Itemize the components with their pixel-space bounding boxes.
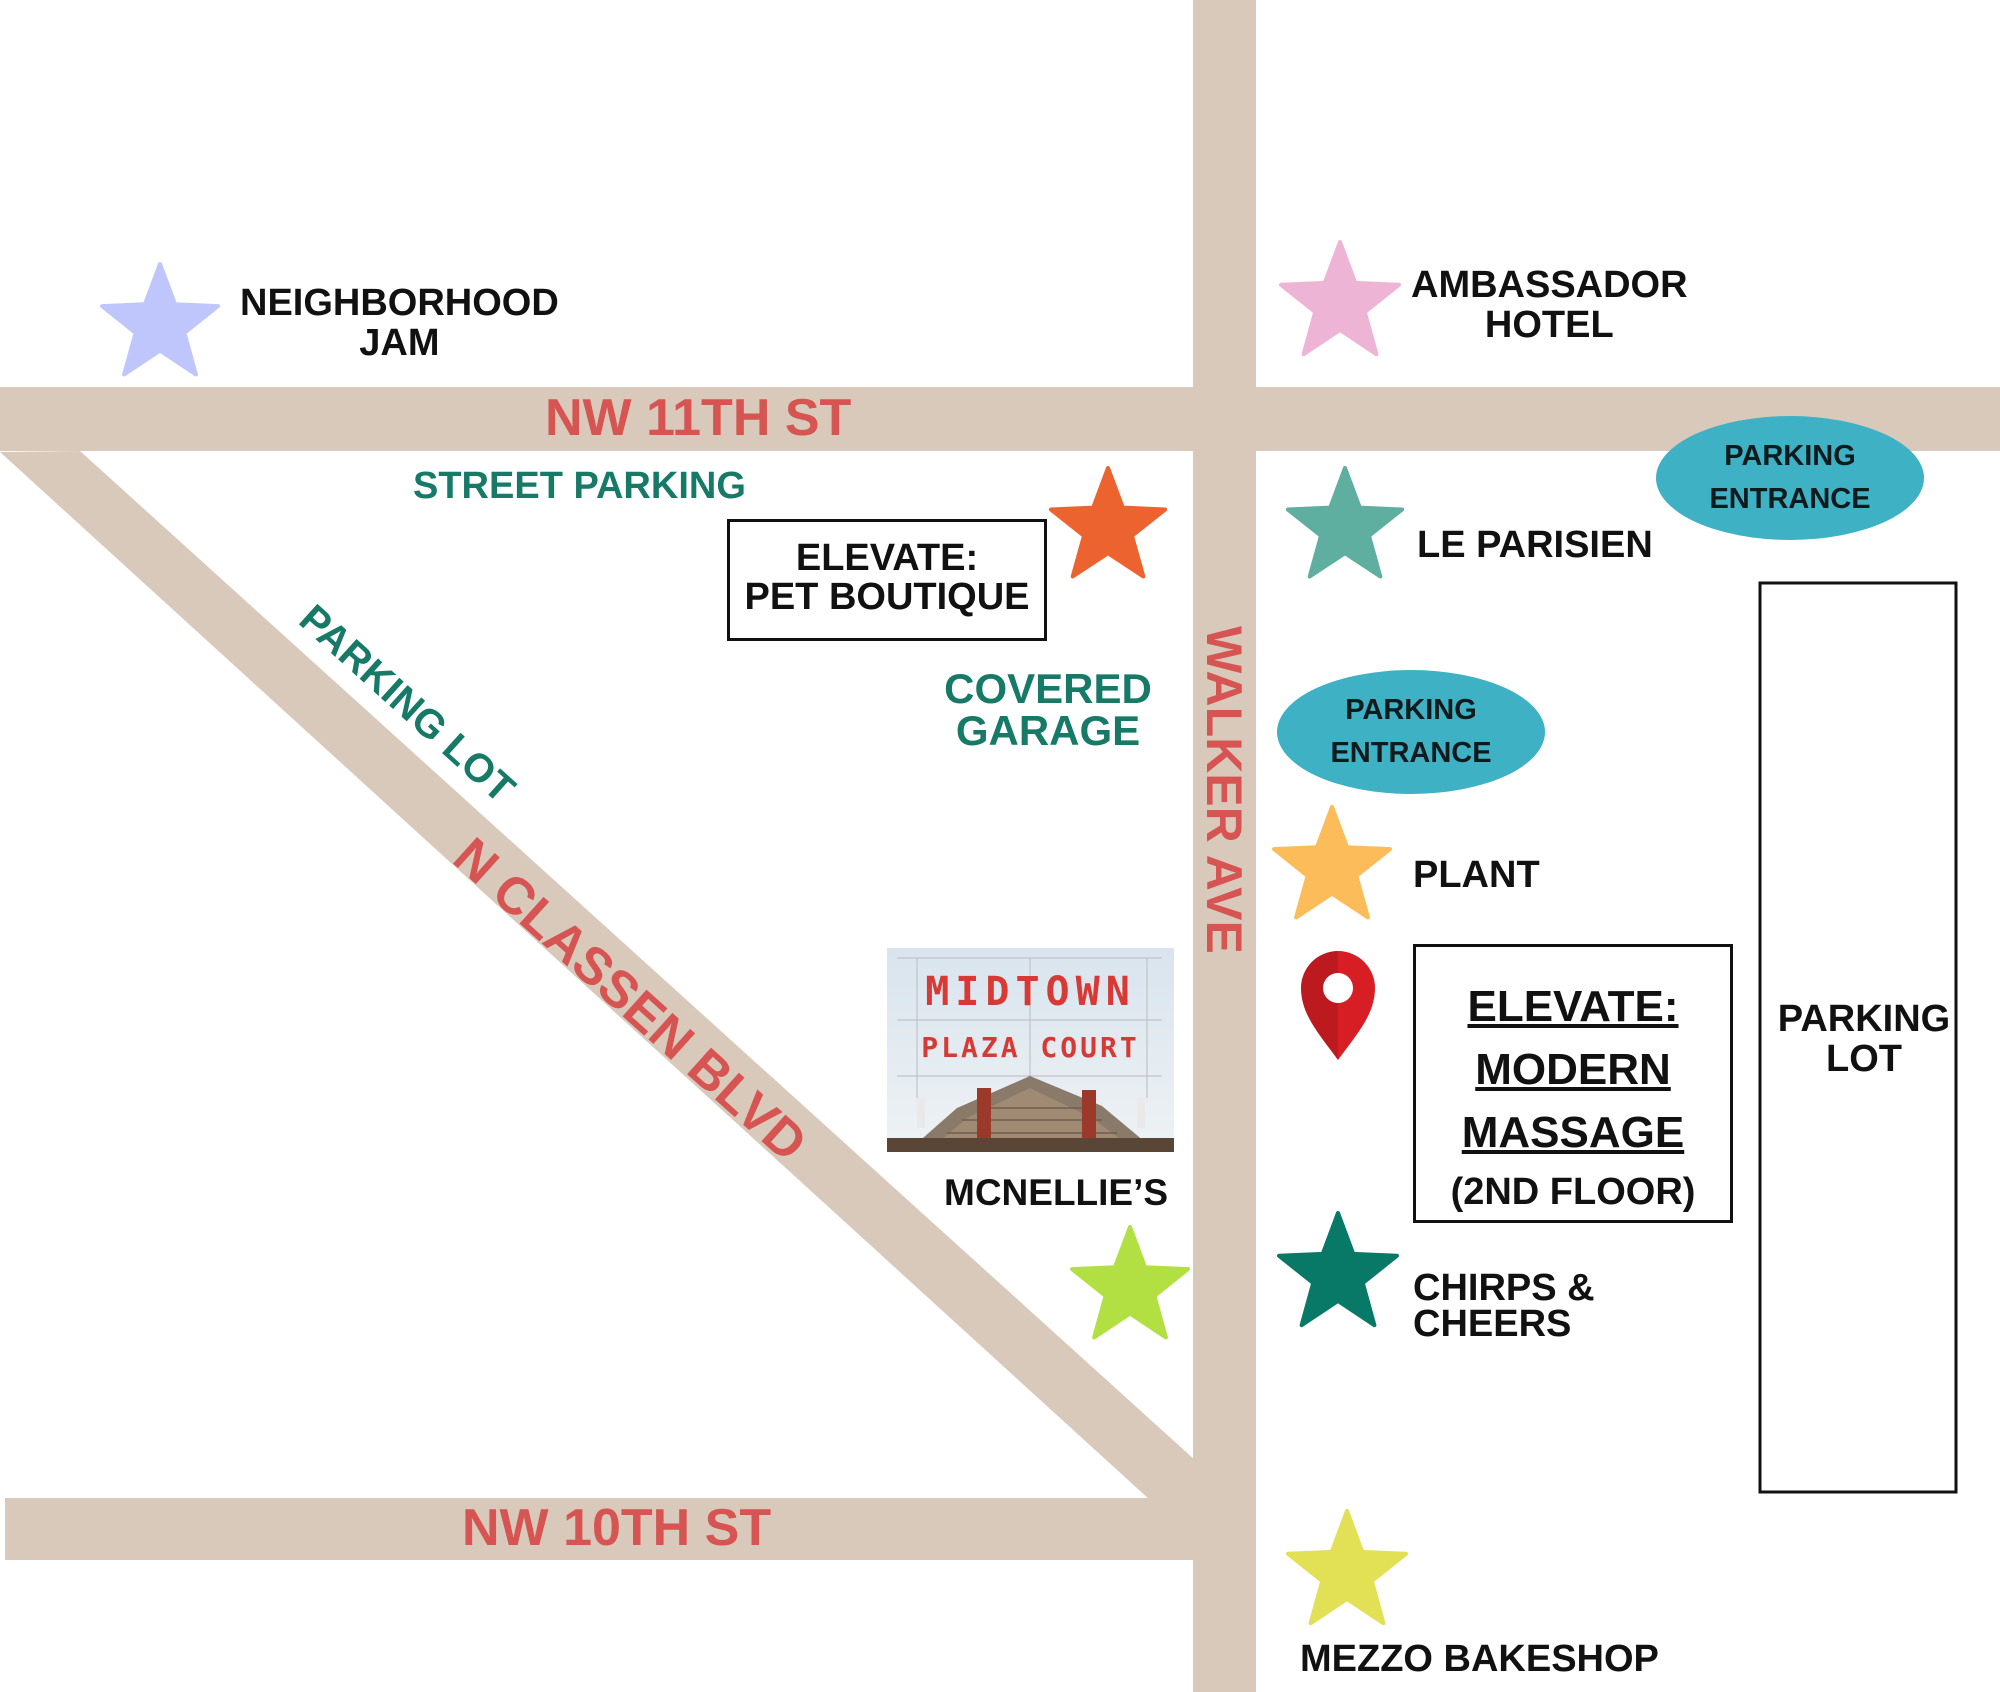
- photo-sign-line2: PLAZA COURT: [921, 1031, 1140, 1064]
- modern-massage-line2: MODERN: [1475, 1044, 1671, 1094]
- parking-lot-right-line1: PARKING: [1777, 998, 1951, 1040]
- place-label-mezzo-bakeshop[interactable]: MEZZO BAKESHOP: [1300, 1638, 1659, 1680]
- star-mcnellies-icon[interactable]: [1070, 1225, 1190, 1340]
- star-ambassador-hotel-icon[interactable]: [1279, 240, 1401, 357]
- place-box-pet-boutique[interactable]: ELEVATE: PET BOUTIQUE: [727, 519, 1047, 641]
- place-label-chirps-cheers[interactable]: CHIRPS & CHEERS: [1413, 1267, 1595, 1346]
- star-chirps-cheers-icon[interactable]: [1277, 1211, 1399, 1328]
- place-label-mcnellies[interactable]: MCNELLIE’S: [944, 1172, 1169, 1213]
- street-label-nw-11th: NW 11TH ST: [545, 389, 852, 447]
- parking-entrance-mid-line2: ENTRANCE: [1330, 737, 1492, 769]
- stars: [100, 240, 1408, 1626]
- star-pet-boutique-icon[interactable]: [1048, 466, 1168, 579]
- parking-lot-right-line2: LOT: [1826, 1037, 1902, 1080]
- parking-entrance-top-line2: ENTRANCE: [1709, 483, 1871, 515]
- star-neighborhood-jam-icon[interactable]: [100, 262, 220, 377]
- parking-lot-right-label: PARKING LOT: [1777, 998, 1951, 1080]
- ambassador-hotel-line1: AMBASSADOR: [1411, 264, 1688, 306]
- star-plant-icon[interactable]: [1272, 805, 1392, 920]
- pet-boutique-line1: ELEVATE:: [795, 537, 979, 579]
- chirps-cheers-line2: CHEERS: [1413, 1303, 1572, 1346]
- street-label-walker-ave: WALKER AVE: [1196, 626, 1252, 954]
- place-label-neighborhood-jam[interactable]: NEIGHBORHOOD JAM: [240, 282, 559, 364]
- photo-scene: [887, 948, 1174, 1152]
- covered-garage-line2: GARAGE: [955, 707, 1141, 754]
- parking-lot-outline: [1758, 581, 1958, 1494]
- location-pin-icon[interactable]: [1301, 951, 1375, 1060]
- place-label-ambassador-hotel[interactable]: AMBASSADOR HOTEL: [1411, 264, 1688, 346]
- star-mezzo-bakeshop-icon[interactable]: [1286, 1509, 1408, 1626]
- star-le-parisien-icon[interactable]: [1285, 466, 1405, 579]
- midtown-plaza-court-photo: MIDTOWN PLAZA COURT: [887, 948, 1174, 1152]
- covered-garage-line1: COVERED: [944, 665, 1152, 712]
- neighborhood-jam-line2: JAM: [359, 321, 440, 364]
- place-label-le-parisien[interactable]: LE PARISIEN: [1417, 524, 1653, 566]
- street-parking-label: STREET PARKING: [413, 465, 746, 507]
- street-label-nw-10th: NW 10TH ST: [462, 1499, 772, 1557]
- road-nw-10th: [5, 1498, 1195, 1560]
- parking-entrance-mid-line1: PARKING: [1345, 693, 1477, 726]
- covered-garage-label: COVERED GARAGE: [944, 668, 1152, 752]
- modern-massage-line4: (2ND FLOOR): [1450, 1170, 1696, 1213]
- modern-massage-line1: ELEVATE:: [1467, 982, 1679, 1031]
- place-box-modern-massage[interactable]: ELEVATE: MODERN MASSAGE (2ND FLOOR): [1413, 944, 1733, 1223]
- parking-entrance-middle[interactable]: PARKING ENTRANCE: [1277, 670, 1545, 794]
- parking-entrance-top-line1: PARKING: [1724, 439, 1856, 472]
- parking-entrance-top[interactable]: PARKING ENTRANCE: [1656, 416, 1924, 540]
- neighborhood-jam-line1: NEIGHBORHOOD: [240, 282, 559, 324]
- road-nw-11th: [0, 387, 2000, 451]
- ambassador-hotel-line2: HOTEL: [1484, 303, 1614, 346]
- road-n-classen-blvd: [0, 451, 1195, 1500]
- road-walker-ave: [1193, 0, 1256, 1692]
- modern-massage-line3: MASSAGE: [1461, 1107, 1685, 1157]
- chirps-cheers-line1: CHIRPS &: [1413, 1267, 1595, 1309]
- photo-sign-line1: MIDTOWN: [925, 969, 1136, 1015]
- pet-boutique-line2: PET BOUTIQUE: [744, 575, 1030, 618]
- place-label-plant[interactable]: PLANT: [1413, 854, 1540, 896]
